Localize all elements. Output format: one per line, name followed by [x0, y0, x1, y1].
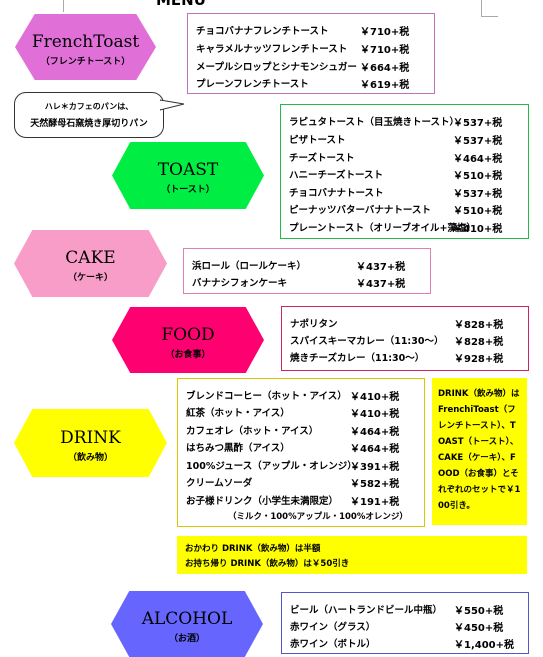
menu-item-price: ￥664+税 — [360, 63, 410, 74]
toast-title: TOAST — [157, 160, 219, 180]
drink-refill-note: おかわり DRINK（飲み物）は半額 お持ち帰り DRINK（飲み物）は￥50引… — [177, 536, 527, 574]
menu-item-name: 赤ワイン（ボトル） — [290, 639, 376, 650]
menu-item-name: メープルシロップとシナモンシュガー — [196, 62, 357, 73]
menu-item-name: ピザトースト — [289, 135, 346, 146]
frenchtoast-heading: FrenchToast （フレンチトースト） — [15, 14, 156, 80]
menu-item-name: プレーンフレンチトースト — [196, 79, 309, 90]
menu-item-name: ナポリタン — [290, 319, 338, 330]
alcohol-title: ALCOHOL — [141, 609, 233, 629]
menu-item-price: ￥928+税 — [454, 354, 504, 365]
menu-item-price: ￥550+税 — [454, 606, 504, 617]
cake-heading: CAKE （ケーキ） — [14, 230, 167, 297]
menu-item-price: ￥537+税 — [453, 189, 503, 200]
menu-item-name: 赤ワイン（グラス） — [290, 622, 376, 633]
menu-item-price: ￥510+税 — [453, 171, 503, 182]
menu-item-name: スパイスキーマカレー（11:30～） — [290, 336, 444, 347]
toast-menu-box: ラピュタトースト（目玉焼きトースト） ￥537+税 ピザトースト ￥537+税 … — [280, 104, 529, 239]
cake-menu-box: 浜ロール（ロールケーキ） ￥437+税 バナナシフォンケーキ ￥437+税 — [183, 248, 431, 294]
alcohol-subtitle: （お酒） — [168, 634, 205, 644]
menu-item-price: ￥410+税 — [350, 409, 400, 420]
menu-item-price: ￥828+税 — [454, 337, 504, 348]
frenchtoast-menu-box: チョコバナナフレンチトースト ￥710+税 キャラメルナッツフレンチトースト ￥… — [187, 13, 435, 94]
menu-item-price: ￥464+税 — [453, 154, 503, 165]
menu-item-name: プレーントースト（オリーブオイル+藻塩） — [289, 223, 476, 234]
menu-item-price: ￥464+税 — [350, 427, 400, 438]
cake-title: CAKE — [65, 248, 116, 268]
page-title: MENU — [156, 0, 206, 9]
menu-item-price: ￥537+税 — [453, 118, 503, 129]
drink-heading: DRINK （飲み物） — [14, 409, 167, 477]
menu-item-name: ラピュタトースト（目玉焼きトースト） — [289, 117, 460, 128]
menu-item-name: カフェオレ（ホット・アイス） — [186, 426, 319, 437]
header-divider — [63, 0, 64, 12]
speech-bubble-tail — [160, 99, 185, 111]
menu-item-name: ビール（ハートランドビール中瓶） — [290, 605, 443, 616]
menu-item-price: ￥410+税 — [453, 224, 503, 235]
food-title: FOOD — [161, 325, 215, 345]
menu-item-name: ピーナッツバターバナナトースト — [289, 205, 431, 216]
frenchtoast-title: FrenchToast — [31, 32, 140, 52]
alcohol-menu-box: ビール（ハートランドビール中瓶） ￥550+税 赤ワイン（グラス） ￥450+税… — [281, 592, 529, 654]
menu-item-name: キャラメルナッツフレンチトースト — [196, 44, 348, 55]
menu-item-price: ￥1,400+税 — [454, 640, 515, 651]
frenchtoast-subtitle: （フレンチトースト） — [40, 57, 131, 67]
bubble-line-1: ハレ＊カフェのパンは、 — [44, 102, 134, 111]
menu-item-name: 100%ジュース（アップル・オレンジ） — [186, 461, 357, 472]
menu-item-price: ￥437+税 — [356, 279, 406, 290]
menu-item-price: ￥510+税 — [453, 206, 503, 217]
toast-heading: TOAST （トースト） — [112, 142, 264, 209]
food-subtitle: （お食事） — [165, 350, 211, 360]
menu-item-price: ￥391+税 — [350, 462, 400, 473]
refill-line-1: おかわり DRINK（飲み物）は半額 — [185, 544, 321, 554]
drink-note: （ミルク・100%アップル・100%オレンジ） — [228, 512, 408, 522]
menu-item-price: ￥464+税 — [350, 444, 400, 455]
menu-item-name: お子様ドリンク（小学生未満限定） — [186, 496, 339, 507]
bubble-line-2: 天然酵母石窯焼き厚切りパン — [30, 119, 148, 129]
menu-item-name: チョコバナナトースト — [289, 188, 384, 199]
menu-item-name: ブレンドコーヒー（ホット・アイス） — [186, 391, 347, 402]
menu-item-name: チーズトースト — [289, 153, 355, 164]
menu-item-price: ￥582+税 — [350, 479, 400, 490]
drink-set-note: DRINK（飲み物）は FrenchiToast（フレンチトースト）、TOAST… — [432, 378, 527, 525]
drink-title: DRINK — [60, 428, 121, 448]
menu-item-name: バナナシフォンケーキ — [192, 278, 288, 289]
refill-line-2: お持ち帰り DRINK（飲み物）は￥50引き — [185, 559, 350, 569]
alcohol-heading: ALCOHOL （お酒） — [111, 591, 263, 657]
menu-item-name: 焼きチーズカレー（11:30～） — [290, 353, 425, 364]
menu-item-name: 浜ロール（ロールケーキ） — [192, 261, 307, 272]
food-heading: FOOD （お食事） — [112, 307, 264, 373]
menu-item-price: ￥537+税 — [453, 136, 503, 147]
menu-item-name: 紅茶（ホット・アイス） — [186, 408, 290, 419]
menu-item-name: ハニーチーズトースト — [289, 170, 384, 181]
menu-item-price: ￥710+税 — [360, 27, 410, 38]
menu-item-price: ￥828+税 — [454, 320, 504, 331]
menu-item-price: ￥437+税 — [356, 262, 406, 273]
drink-subtitle: （飲み物） — [67, 453, 113, 463]
menu-item-price: ￥619+税 — [360, 80, 410, 91]
menu-item-price: ￥450+税 — [454, 623, 504, 634]
menu-item-price: ￥191+税 — [350, 497, 400, 508]
menu-item-name: クリームソーダ — [186, 478, 253, 489]
cake-subtitle: （ケーキ） — [67, 273, 113, 283]
menu-item-price: ￥410+税 — [350, 392, 400, 403]
menu-item-name: はちみつ黒酢（アイス） — [186, 443, 290, 454]
menu-item-name: チョコバナナフレンチトースト — [196, 26, 329, 37]
toast-subtitle: （トースト） — [161, 185, 215, 195]
corner-mark — [481, 0, 498, 17]
menu-item-price: ￥710+税 — [360, 45, 410, 56]
food-menu-box: ナポリタン ￥828+税 スパイスキーマカレー（11:30～） ￥828+税 焼… — [281, 306, 529, 371]
speech-bubble: ハレ＊カフェのパンは、 天然酵母石窯焼き厚切りパン — [14, 92, 164, 138]
drink-menu-box: ブレンドコーヒー（ホット・アイス） ￥410+税 紅茶（ホット・アイス） ￥41… — [177, 378, 425, 527]
